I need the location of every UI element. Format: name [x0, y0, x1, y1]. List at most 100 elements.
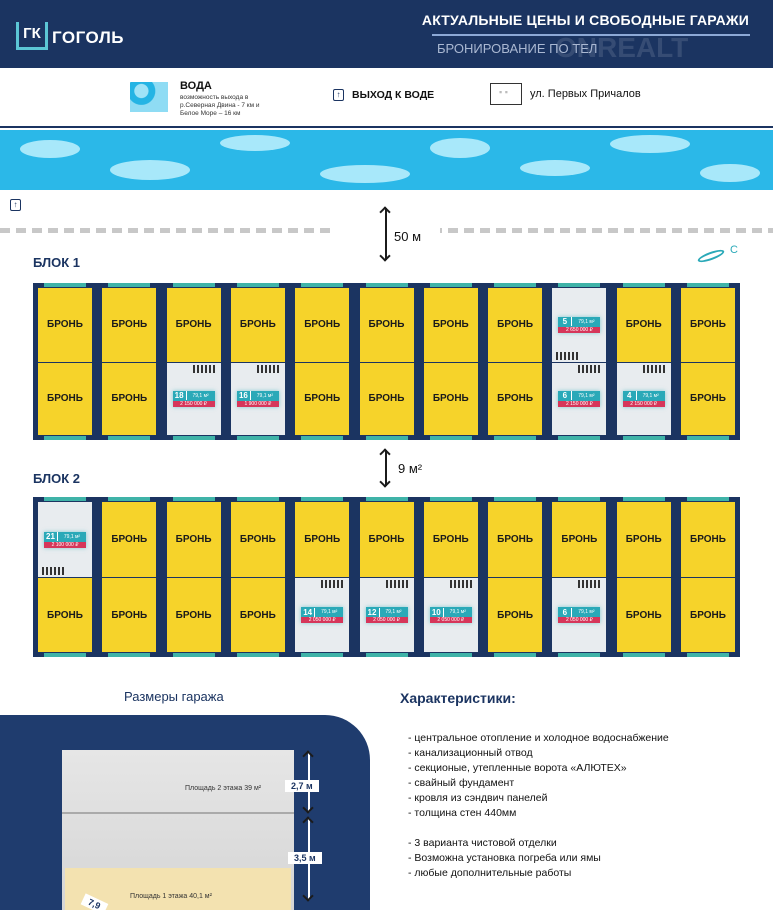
garage-reserved[interactable]: БРОНЬ	[295, 502, 350, 577]
garage-area: 79,1 м²	[385, 609, 402, 615]
garage-number: 6	[558, 391, 573, 401]
exit-arrow-icon: ↑	[333, 89, 344, 101]
distance-arrow-icon	[385, 208, 387, 260]
garage-reserved[interactable]: БРОНЬ	[423, 502, 478, 577]
gate	[494, 653, 537, 657]
garage-reserved[interactable]: БРОНЬ	[616, 578, 671, 652]
gate	[687, 436, 729, 440]
garage-reserved[interactable]: БРОНЬ	[552, 502, 607, 577]
garage-price: 2 050 000 ₽	[365, 617, 408, 623]
height1-label: 3,5 м	[288, 852, 322, 864]
feature-item: - секционые, утепленные ворота «АЛЮТЕХ»	[408, 762, 627, 774]
garage-reserved[interactable]: БРОНЬ	[488, 362, 543, 435]
feature-item: - канализационный отвод	[408, 747, 533, 759]
gate	[687, 497, 729, 501]
compass-label: С	[730, 244, 738, 256]
garage-reserved[interactable]: БРОНЬ	[38, 578, 92, 652]
road-label: ул. Первых Причалов	[530, 88, 641, 100]
garage-reserved[interactable]: БРОНЬ	[230, 502, 285, 577]
garage-area: 79,1 м²	[192, 392, 209, 399]
garage-reserved[interactable]: БРОНЬ	[488, 288, 543, 362]
garage-reserved[interactable]: БРОНЬ	[166, 578, 221, 652]
extra-item: - любые дополнительные работы	[408, 867, 572, 879]
gate	[301, 497, 344, 501]
garage-number: 16	[237, 391, 251, 401]
garage-area: 79,1 м²	[642, 392, 659, 399]
garage-reserved[interactable]: БРОНЬ	[616, 502, 671, 577]
gate	[365, 653, 408, 657]
garage-area: 79,1 м²	[578, 609, 595, 615]
gate	[558, 283, 601, 287]
garage-reserved[interactable]: БРОНЬ	[102, 288, 157, 362]
garage-reserved[interactable]: БРОНЬ	[166, 288, 221, 362]
garage-reserved[interactable]: БРОНЬ	[488, 578, 543, 652]
garage-reserved[interactable]: БРОНЬ	[681, 578, 735, 652]
garage-reserved[interactable]: БРОНЬ	[423, 362, 478, 435]
garage-reserved[interactable]: БРОНЬ	[681, 502, 735, 577]
sizes-title: Размеры гаража	[124, 689, 224, 704]
garage-area: 79,1 м²	[63, 533, 81, 540]
garage-reserved[interactable]: БРОНЬ	[681, 362, 735, 435]
garage-reserved[interactable]: БРОНЬ	[38, 362, 92, 435]
features-title: Характеристики:	[400, 690, 516, 706]
garage-reserved[interactable]: БРОНЬ	[423, 288, 478, 362]
logo-box: ГК	[16, 22, 48, 50]
garage-available[interactable]: 10 79,1 м² 2 050 000 ₽	[423, 578, 478, 652]
garage-reserved[interactable]: БРОНЬ	[681, 288, 735, 362]
gate	[44, 283, 86, 287]
garage-reserved[interactable]: БРОНЬ	[166, 502, 221, 577]
garage-price: 2 050 000 ₽	[558, 617, 601, 623]
garage-number: 10	[430, 607, 444, 617]
water-icon	[130, 82, 168, 112]
garage-price: 2 050 000 ₽	[429, 617, 472, 623]
garage-reserved[interactable]: БРОНЬ	[295, 288, 350, 362]
compass-icon	[696, 247, 726, 265]
gate	[687, 653, 729, 657]
garage-reserved[interactable]: БРОНЬ	[230, 578, 285, 652]
garage-reserved[interactable]: БРОНЬ	[102, 362, 157, 435]
garage-reserved[interactable]: БРОНЬ	[102, 502, 157, 577]
garage-reserved[interactable]: БРОНЬ	[359, 362, 414, 435]
page-subtitle: БРОНИРОВАНИЕ ПО ТЕЛ	[437, 41, 598, 56]
garage-reserved[interactable]: БРОНЬ	[488, 502, 543, 577]
gate	[558, 436, 601, 440]
garage-reserved[interactable]: БРОНЬ	[616, 288, 671, 362]
distance-label: 50 м	[394, 229, 422, 244]
garage-reserved[interactable]: БРОНЬ	[359, 288, 414, 362]
stairs-icon	[192, 364, 215, 373]
garage-reserved[interactable]: БРОНЬ	[102, 578, 157, 652]
block-1-label: БЛОК 1	[33, 255, 81, 270]
garage-area: 79,1 м²	[578, 392, 595, 399]
feature-item: - центральное отопление и холодное водос…	[408, 732, 669, 744]
garage-reserved[interactable]: БРОНЬ	[359, 502, 414, 577]
gate	[429, 283, 472, 287]
garage-number: 5	[558, 317, 573, 327]
garage-area: 79,1 м²	[449, 609, 466, 615]
gate	[494, 497, 537, 501]
gate	[236, 436, 279, 440]
gap-label: 9 м²	[398, 461, 423, 476]
garage-reserved[interactable]: БРОНЬ	[38, 288, 92, 362]
garage-tag: 10 79,1 м² 2 050 000 ₽	[429, 607, 472, 623]
stairs-icon	[642, 364, 665, 373]
garage-reserved[interactable]: БРОНЬ	[295, 362, 350, 435]
gate	[108, 283, 151, 287]
gate	[365, 283, 408, 287]
garage-reserved[interactable]: БРОНЬ	[230, 288, 285, 362]
